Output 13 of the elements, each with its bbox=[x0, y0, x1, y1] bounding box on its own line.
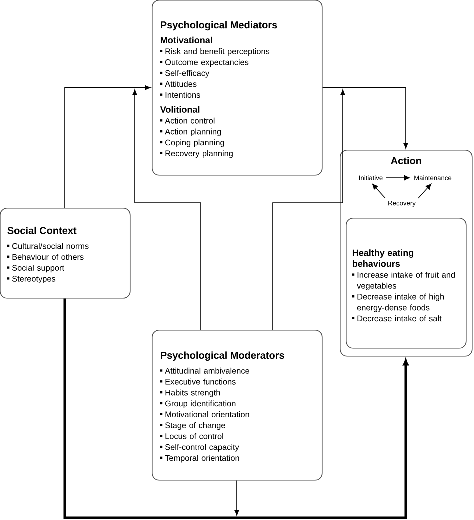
arrow bbox=[64, 298, 409, 520]
arrow bbox=[322, 88, 408, 149]
text-box: Psychological Mediators Motivational Risk and benefit perceptions Outcome expectancies Self-efficacy Attitudes Intentions Volitional Action control Action planning Coping planning Recovery planning bbox=[152, 0, 323, 176]
text-box: Social Context Cultural/social norms Behaviour of others Social support Stereotypes bbox=[0, 208, 131, 299]
arrow bbox=[418, 184, 432, 199]
arrow bbox=[372, 184, 386, 199]
arrow bbox=[234, 480, 240, 516]
arrow bbox=[272, 90, 346, 330]
text-box: Psychological Moderators Attitudinal ambivalence Executive functions Habits strength Group identification Motivational orientation Stage of change Locus of control Self-control capacity Temporal orientation bbox=[152, 330, 323, 481]
arrow bbox=[386, 175, 410, 181]
text-box: Healthy eating behaviours Increase intake of fruit and vegetables Decrease intake of high energy-dense foods Decrease intake of salt bbox=[346, 218, 467, 349]
arrow bbox=[132, 90, 202, 330]
arrow bbox=[64, 85, 151, 208]
